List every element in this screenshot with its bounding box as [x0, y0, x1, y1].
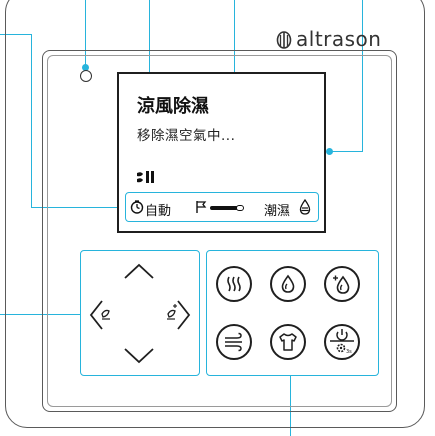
laundry-button[interactable]	[270, 324, 306, 360]
up-arrow-icon	[124, 263, 154, 279]
up-arrow-button[interactable]	[122, 262, 156, 282]
wind-icon	[225, 332, 242, 352]
callout-line-indicators-h1	[0, 34, 32, 36]
callout-dot-led	[82, 64, 89, 71]
right-eco-arrow-icon	[167, 300, 191, 330]
dehumidify-plus-icon	[333, 275, 350, 294]
dehumidify-icon	[281, 274, 295, 293]
right-arrow-button[interactable]	[160, 298, 192, 332]
callout-line-screen-v	[362, 0, 364, 152]
heat-icon	[227, 276, 241, 292]
svg-text:3s: 3s	[346, 349, 352, 355]
brand-name: altrason	[296, 27, 382, 51]
dehumidify-plus-button[interactable]	[324, 266, 360, 302]
brand-logo: altrason	[276, 26, 381, 52]
callout-line-screen-h	[329, 151, 363, 153]
fan-mode-label: 自動	[145, 204, 172, 219]
heat-button[interactable]	[216, 266, 252, 302]
mode-title: 涼風除濕	[137, 96, 209, 117]
humidity-drop-icon	[299, 199, 311, 215]
down-arrow-icon	[124, 348, 154, 364]
device-outer-frame	[5, 0, 425, 428]
callout-dot-screen	[326, 148, 333, 155]
callout-line-title	[149, 0, 151, 85]
power-settings-icon: 3s	[330, 329, 354, 355]
timer-icon	[130, 200, 144, 214]
power-settings-button[interactable]: 3s	[324, 324, 360, 360]
level-bar	[210, 206, 238, 210]
flag-icon	[195, 200, 207, 214]
status-indicator-highlight	[125, 192, 319, 222]
callout-line-status	[234, 0, 236, 142]
level-knob	[236, 205, 244, 211]
callout-line-dpad	[0, 314, 80, 316]
down-arrow-button[interactable]	[122, 345, 156, 365]
brand-mark-icon	[276, 29, 292, 49]
humidity-label: 潮濕	[264, 204, 291, 219]
left-eco-arrow-icon	[89, 300, 110, 330]
left-arrow-button[interactable]	[88, 298, 120, 332]
power-led-indicator	[80, 70, 92, 82]
callout-line-indicators-v	[31, 34, 33, 208]
device-panel-inset	[47, 55, 392, 407]
device-panel	[42, 50, 397, 412]
wind-button[interactable]	[216, 324, 252, 360]
dehumidify-button[interactable]	[270, 266, 306, 302]
fan-speed-icon	[135, 170, 157, 184]
status-text: 移除濕空氣中...	[137, 128, 236, 144]
function-buttons-highlight	[206, 250, 379, 376]
shirt-icon	[279, 333, 297, 351]
callout-line-indicators-h2	[31, 207, 125, 209]
dpad-highlight	[80, 250, 200, 376]
callout-line-led	[85, 0, 87, 68]
